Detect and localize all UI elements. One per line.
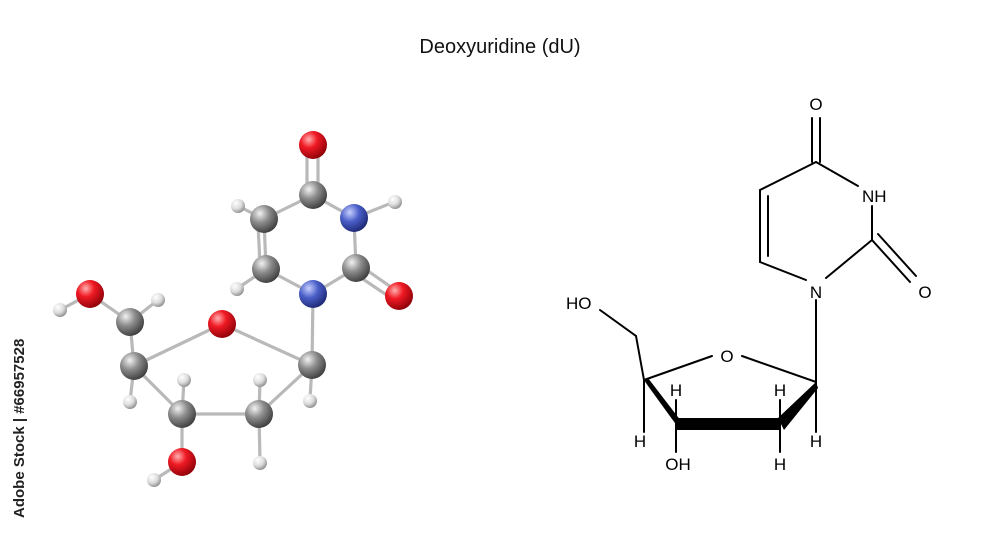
bond bbox=[825, 239, 873, 279]
label-o-top: O bbox=[809, 95, 822, 114]
skeletal-formula bbox=[599, 117, 917, 453]
hydrogen-atom bbox=[253, 456, 267, 470]
stock-id-text: Adobe Stock | #66957528 bbox=[11, 339, 28, 518]
label-o-ring: O bbox=[720, 347, 733, 366]
label-h-c4-up: H bbox=[670, 381, 682, 400]
hydrogen-atom bbox=[177, 373, 191, 387]
carbon-atom bbox=[342, 254, 370, 282]
bond bbox=[759, 161, 817, 191]
hydrogen-atom bbox=[388, 195, 402, 209]
carbon-atom bbox=[120, 352, 148, 380]
oxygen-atom bbox=[76, 280, 104, 308]
carbon-atom bbox=[116, 308, 144, 336]
wedge-bond bbox=[778, 382, 818, 430]
label-h-c4-down: H bbox=[634, 432, 646, 451]
bond bbox=[635, 335, 645, 381]
nitrogen-atom bbox=[340, 204, 368, 232]
wedge-bond bbox=[644, 378, 681, 424]
hydrogen-atom bbox=[303, 394, 317, 408]
atom-labels: O NH O N HO O H H H H OH H bbox=[566, 95, 932, 474]
label-h-c1-up: H bbox=[774, 381, 786, 400]
bond bbox=[759, 261, 807, 281]
oxygen-atom bbox=[385, 282, 413, 310]
bond bbox=[599, 309, 637, 337]
hydrogen-atom bbox=[230, 282, 244, 296]
diagram-title: Deoxyuridine (dU) bbox=[419, 36, 581, 58]
label-oh: OH bbox=[665, 455, 691, 474]
carbon-atom bbox=[298, 351, 326, 379]
hydrogen-atom bbox=[151, 293, 165, 307]
hydrogen-atom bbox=[253, 373, 267, 387]
hydrogen-atom bbox=[123, 395, 137, 409]
label-o-right: O bbox=[918, 283, 931, 302]
label-nh: NH bbox=[862, 187, 887, 206]
carbon-atom bbox=[168, 400, 196, 428]
hydrogen-atom bbox=[53, 303, 67, 317]
bond bbox=[132, 322, 224, 368]
label-n: N bbox=[810, 283, 822, 302]
nitrogen-atom bbox=[299, 280, 327, 308]
bond bbox=[877, 233, 917, 277]
oxygen-atom bbox=[299, 131, 327, 159]
bond bbox=[871, 239, 911, 283]
label-ho: HO bbox=[566, 294, 592, 313]
wedge-bond-bold bbox=[676, 418, 780, 430]
oxygen-atom bbox=[208, 310, 236, 338]
model-atoms bbox=[53, 131, 413, 487]
carbon-atom bbox=[250, 205, 278, 233]
bond bbox=[220, 322, 314, 367]
carbon-atom bbox=[245, 400, 273, 428]
carbon-atom bbox=[252, 255, 280, 283]
hydrogen-atom bbox=[147, 473, 161, 487]
hydrogen-atom bbox=[231, 199, 245, 213]
oxygen-atom bbox=[168, 448, 196, 476]
carbon-atom bbox=[299, 181, 327, 209]
stock-id-watermark: Adobe Stock | #66957528 bbox=[8, 300, 30, 520]
label-h-c1-down: H bbox=[810, 432, 822, 451]
wedge-bond bbox=[644, 380, 680, 430]
label-h-c2-down: H bbox=[774, 455, 786, 474]
bond bbox=[815, 161, 859, 187]
bond bbox=[741, 355, 817, 383]
bond bbox=[643, 355, 713, 381]
wedge-bonds bbox=[644, 378, 818, 430]
